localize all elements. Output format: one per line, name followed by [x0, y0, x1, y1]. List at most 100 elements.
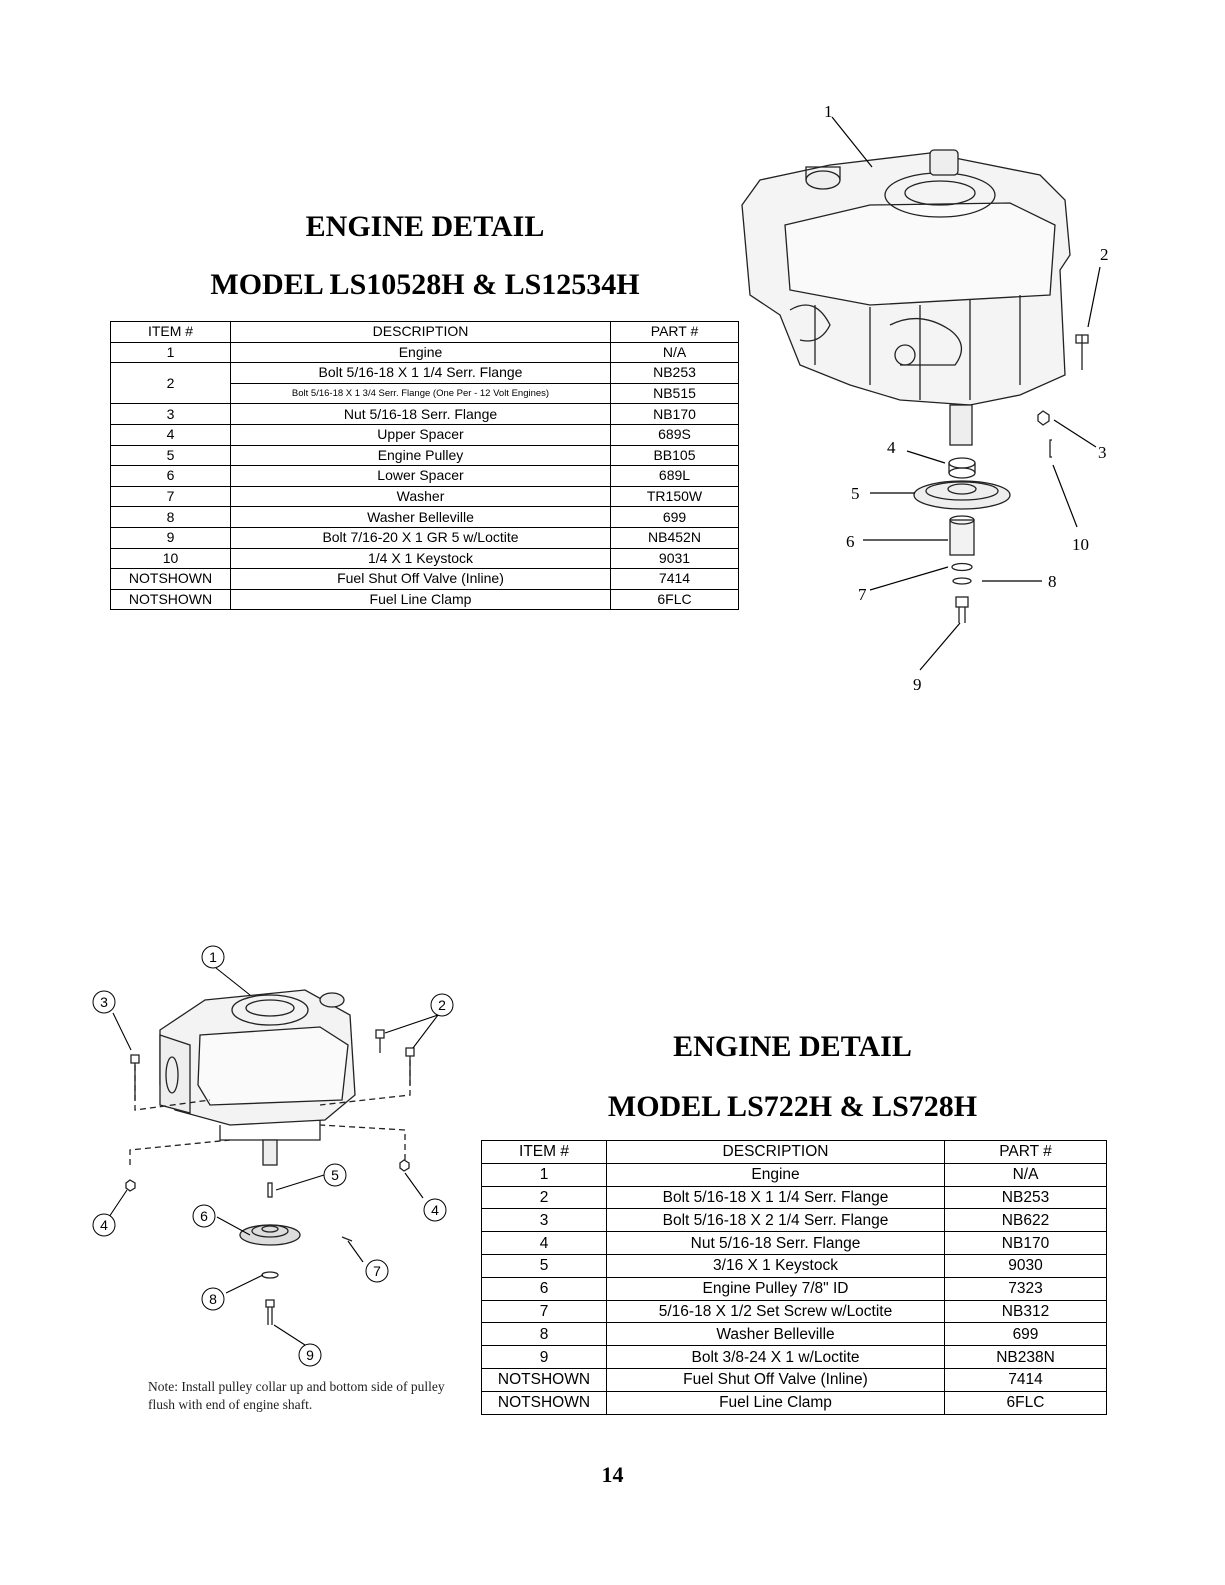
callout-10: 10	[1072, 535, 1089, 554]
header-item: ITEM #	[481, 1140, 607, 1164]
item-cell: 9	[481, 1345, 607, 1369]
item-cell: 2	[481, 1185, 607, 1210]
engine-diagram-a: 1 2 3 4 5 6 7 8 9 10	[741, 102, 1109, 694]
description-cell: Bolt 3/8-24 X 1 w/Loctite	[606, 1345, 945, 1369]
installation-note: Note: Install pulley collar up and botto…	[148, 1379, 445, 1412]
description-cell: Upper Spacer	[230, 423, 611, 446]
callout-8: 8	[1048, 572, 1057, 591]
item-cell: NOTSHOWN	[110, 588, 231, 611]
table-row: 6 Engine Pulley 7/8" ID 7323	[481, 1276, 1107, 1301]
callout-9: 9	[306, 1347, 314, 1363]
part-cell: TR150W	[610, 485, 739, 508]
table-row: 2 Bolt 5/16-18 X 1 1/4 Serr. Flange NB25…	[110, 362, 739, 405]
table-row: 3 Bolt 5/16-18 X 2 1/4 Serr. Flange NB62…	[481, 1208, 1107, 1233]
description-cell: Engine	[230, 341, 611, 364]
item-cell: 4	[110, 423, 231, 446]
section-b-title: ENGINE DETAIL	[673, 1030, 912, 1063]
header-part: PART #	[944, 1140, 1107, 1164]
description-cell: Bolt 5/16-18 X 1 1/4 Serr. Flange	[606, 1185, 945, 1210]
section-a-model: MODEL LS10528H & LS12534H	[210, 268, 640, 301]
description-cell: Engine Pulley 7/8" ID	[606, 1276, 945, 1301]
table-row: 9 Bolt 7/16-20 X 1 GR 5 w/Loctite NB452N	[110, 526, 739, 549]
page-number: 14	[601, 1462, 624, 1487]
description-cell: Bolt 7/16-20 X 1 GR 5 w/Loctite	[230, 526, 611, 549]
callout-8: 8	[209, 1291, 217, 1307]
description-cell: Engine	[606, 1162, 945, 1187]
item-cell: 4	[481, 1231, 607, 1255]
part-cell: NB622	[944, 1208, 1107, 1233]
callout-2: 2	[438, 997, 446, 1013]
table-row: NOTSHOWN Fuel Line Clamp 6FLC	[110, 588, 739, 611]
part-cell: NB238N	[944, 1345, 1107, 1369]
item-cell: 6	[110, 465, 231, 487]
callout-1: 1	[209, 949, 217, 965]
item-cell: 10	[110, 547, 231, 570]
description-cell: Fuel Shut Off Valve (Inline)	[606, 1367, 945, 1392]
item-cell: NOTSHOWN	[110, 568, 231, 590]
item-cell: 1	[481, 1162, 607, 1187]
description-cell: Bolt 5/16-18 X 1 1/4 Serr. Flange	[230, 362, 611, 384]
table-row: NOTSHOWN Fuel Shut Off Valve (Inline) 74…	[481, 1367, 1107, 1392]
header-description: DESCRIPTION	[606, 1140, 945, 1164]
item-cell: 7	[481, 1299, 607, 1324]
description-cell: 1/4 X 1 Keystock	[230, 547, 611, 570]
table-row: 1 Engine N/A	[481, 1162, 1107, 1187]
description-cell: Washer Belleville	[230, 506, 611, 528]
part-cell: 7323	[944, 1276, 1107, 1301]
item-cell: 5	[481, 1253, 607, 1278]
description-cell: Nut 5/16-18 Serr. Flange	[230, 403, 611, 425]
table-row: 5 Engine Pulley BB105	[110, 444, 739, 467]
callout-6: 6	[846, 532, 855, 551]
table-row: 8 Washer Belleville 699	[481, 1322, 1107, 1347]
callout-1: 1	[824, 102, 833, 121]
callout-9: 9	[913, 675, 922, 694]
part-cell: 9030	[944, 1253, 1107, 1278]
description-cell: 5/16-18 X 1/2 Set Screw w/Loctite	[606, 1299, 945, 1324]
callout-5: 5	[851, 484, 860, 503]
table-row: 3 Nut 5/16-18 Serr. Flange NB170	[110, 403, 739, 425]
description-cell: Fuel Line Clamp	[230, 588, 611, 611]
part-cell: NB312	[944, 1299, 1107, 1324]
description-cell: Nut 5/16-18 Serr. Flange	[606, 1231, 945, 1255]
callout-3: 3	[100, 994, 108, 1010]
description-cell: Bolt 5/16-18 X 1 3/4 Serr. Flange (One P…	[230, 382, 611, 405]
callout-4: 4	[887, 438, 896, 457]
description-cell: Bolt 5/16-18 X 2 1/4 Serr. Flange	[606, 1208, 945, 1233]
description-cell: 3/16 X 1 Keystock	[606, 1253, 945, 1278]
table-row: 1 Engine N/A	[110, 341, 739, 364]
table-row: 8 Washer Belleville 699	[110, 506, 739, 528]
item-cell: 8	[110, 506, 231, 528]
table-row: NOTSHOWN Fuel Line Clamp 6FLC	[481, 1390, 1107, 1415]
item-cell: 3	[481, 1208, 607, 1233]
callout-6: 6	[200, 1208, 208, 1224]
table-row: 4 Upper Spacer 689S	[110, 423, 739, 446]
table-row: 2 Bolt 5/16-18 X 1 1/4 Serr. Flange NB25…	[481, 1185, 1107, 1210]
item-cell: 2	[110, 362, 231, 405]
header-description: DESCRIPTION	[230, 321, 611, 343]
table-row: NOTSHOWN Fuel Shut Off Valve (Inline) 74…	[110, 568, 739, 590]
item-cell: 1	[110, 341, 231, 364]
description-cell: Washer Belleville	[606, 1322, 945, 1347]
description-cell: Lower Spacer	[230, 465, 611, 487]
table-row: 7 5/16-18 X 1/2 Set Screw w/Loctite NB31…	[481, 1299, 1107, 1324]
description-cell: Washer	[230, 485, 611, 508]
header-item: ITEM #	[110, 321, 231, 343]
parts-table-a: ITEM # DESCRIPTION PART # 1 Engine N/A 2…	[110, 321, 739, 611]
part-cell: NB253	[944, 1185, 1107, 1210]
item-cell: NOTSHOWN	[481, 1390, 607, 1415]
table-row: 5 3/16 X 1 Keystock 9030	[481, 1253, 1107, 1278]
table-row: 10 1/4 X 1 Keystock 9031	[110, 547, 739, 570]
part-cell: 6FLC	[944, 1390, 1107, 1415]
callout-7: 7	[373, 1263, 381, 1279]
table-row: 7 Washer TR150W	[110, 485, 739, 508]
table-header-row: ITEM # DESCRIPTION PART #	[481, 1140, 1107, 1164]
callout-5: 5	[331, 1167, 339, 1183]
callout-3: 3	[1098, 443, 1107, 462]
callout-2: 2	[1100, 245, 1109, 264]
table-row: 9 Bolt 3/8-24 X 1 w/Loctite NB238N	[481, 1345, 1107, 1369]
item-cell: 9	[110, 526, 231, 549]
callout-7: 7	[858, 585, 867, 604]
part-cell: 6FLC	[610, 588, 739, 611]
description-cell: Fuel Shut Off Valve (Inline)	[230, 568, 611, 590]
item-cell: 7	[110, 485, 231, 508]
